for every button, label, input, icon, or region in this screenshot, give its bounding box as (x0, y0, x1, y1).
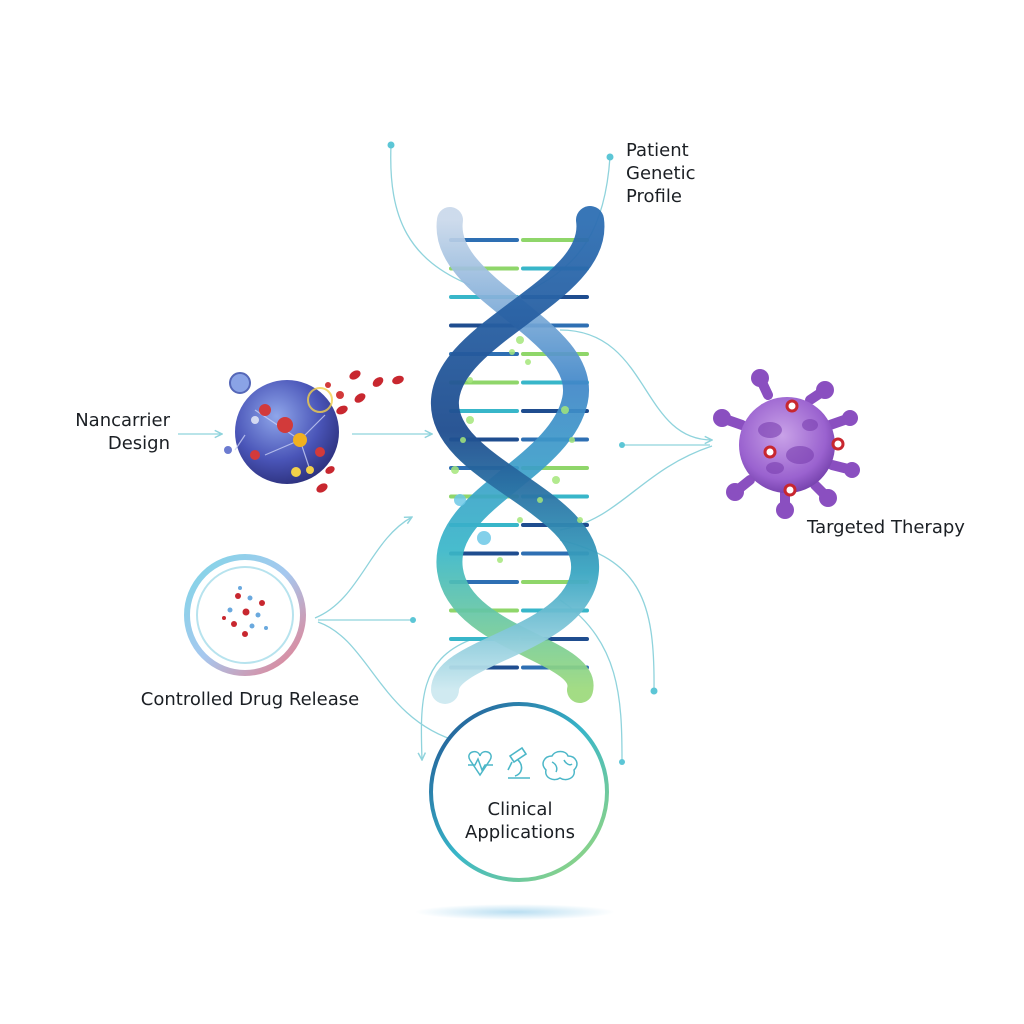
helix-particle (497, 557, 503, 563)
helix-particle (466, 416, 474, 424)
helix-particle (516, 336, 524, 344)
dna-helix-icon (431, 206, 605, 704)
connector-release-up (314, 517, 412, 619)
helix-particle (451, 466, 459, 474)
nanoparticle-icon (224, 372, 344, 484)
connector-helix-therapy-1 (559, 329, 712, 440)
virus-cell-icon (713, 369, 860, 519)
patient-genetic-profile-label: Patient Genetic Profile (626, 140, 696, 207)
brain-icon (542, 750, 578, 781)
helix-particle (561, 406, 569, 414)
connector-helix-therapy-3 (559, 445, 713, 531)
helix-particle (454, 494, 466, 506)
drug-release-ring-icon (184, 554, 306, 676)
helix-particle (525, 359, 531, 365)
helix-particle (467, 377, 473, 383)
nanocarrier-design-label: Nancarrier Design (75, 410, 170, 454)
helix-particle (509, 349, 515, 355)
drug-molecules (316, 370, 404, 493)
heart-icon (468, 750, 493, 777)
controlled-drug-release-label: Controlled Drug Release (140, 689, 360, 710)
clinical-applications-label: Clinical Applications (465, 799, 575, 843)
helix-particle (517, 517, 523, 523)
helix-particle (552, 476, 560, 484)
connector-helix-clinical-right (559, 599, 623, 761)
clinical-applications-circle (429, 702, 609, 882)
helix-particles (451, 336, 583, 563)
connector-helix-clinical-left (421, 639, 471, 760)
connector-release-down (317, 621, 461, 743)
floor-shadow (415, 904, 615, 920)
helix-particle (460, 437, 466, 443)
connector-dots (387, 141, 658, 765)
targeted-therapy-label: Targeted Therapy (807, 517, 965, 538)
receptor-markers (763, 399, 845, 497)
helix-strand-front (431, 206, 605, 704)
helix-particle (577, 517, 583, 523)
helix-particle (569, 437, 575, 443)
connector-top-left (390, 144, 471, 286)
microscope-icon (507, 746, 530, 779)
helix-particle (537, 497, 543, 503)
helix-particle (477, 531, 491, 545)
